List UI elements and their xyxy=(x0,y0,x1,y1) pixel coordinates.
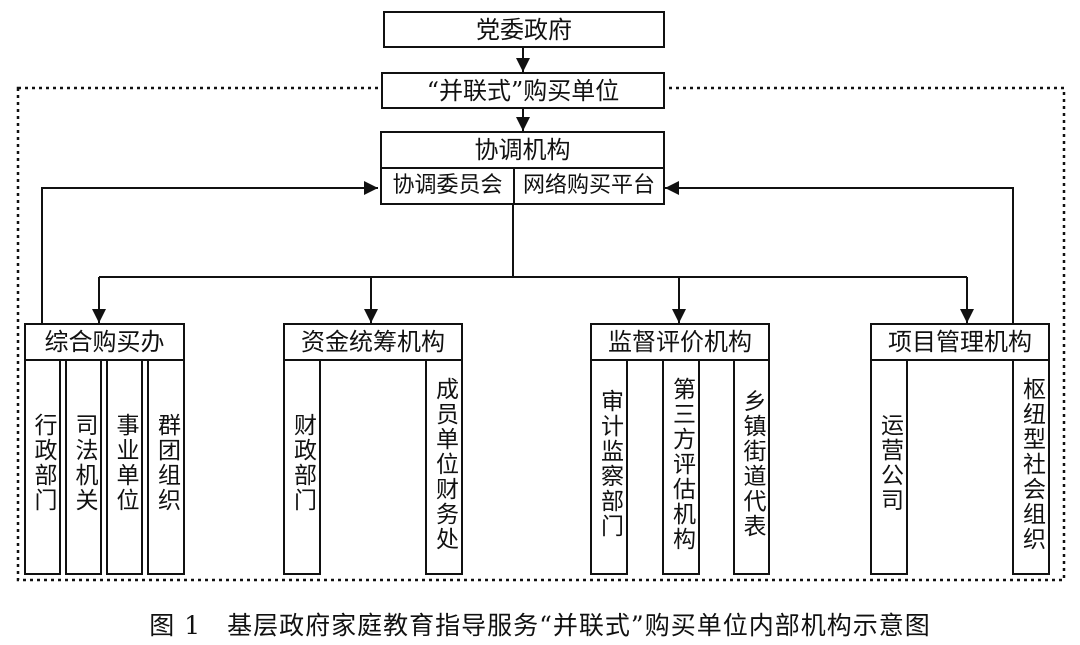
member-label: 成员单位财务处 xyxy=(431,377,458,552)
member-label: 财政部门 xyxy=(289,413,316,513)
member-label: 枢纽型社会组织 xyxy=(1018,377,1045,552)
coordination-committee-box: 协调委员会 xyxy=(380,167,515,205)
member-box: 第三方评估机构 xyxy=(662,359,700,575)
feedback-left xyxy=(41,181,378,323)
member-box: 成员单位财务处 xyxy=(425,359,463,575)
coordination-title: 协调机构 xyxy=(474,136,571,164)
member-box: 运营公司 xyxy=(870,359,908,575)
group-project-management-title: 项目管理机构 xyxy=(870,323,1050,361)
purchase-unit-label: “并联式”购买单位 xyxy=(426,76,620,105)
group-title: 综合购买办 xyxy=(44,328,165,356)
party-committee-box: 党委政府 xyxy=(383,11,665,48)
purchase-unit-box: “并联式”购买单位 xyxy=(381,72,665,109)
member-label: 司法机关 xyxy=(71,413,97,513)
online-platform-label: 网络购买平台 xyxy=(522,173,655,198)
figure-caption-text: 基层政府家庭教育指导服务“并联式”购买单位内部机构示意图 xyxy=(227,611,931,640)
member-box: 行政部门 xyxy=(24,359,61,575)
dotted-boundary xyxy=(16,86,1066,582)
member-label: 第三方评估机构 xyxy=(668,377,695,552)
online-platform-box: 网络购买平台 xyxy=(513,167,665,205)
party-committee-label: 党委政府 xyxy=(476,15,572,44)
member-label: 行政部门 xyxy=(30,413,56,513)
group-title: 项目管理机构 xyxy=(888,328,1032,356)
member-label: 群团组织 xyxy=(153,413,180,513)
member-label: 事业单位 xyxy=(112,413,138,513)
figure-number: 图 1 xyxy=(149,611,202,640)
member-box: 财政部门 xyxy=(283,359,321,575)
member-box: 司法机关 xyxy=(65,359,102,575)
group-integrated-purchase-title: 综合购买办 xyxy=(24,323,185,361)
coordination-committee-label: 协调委员会 xyxy=(392,173,503,198)
member-box: 乡镇街道代表 xyxy=(733,359,770,575)
figure-caption: 图 1 基层政府家庭教育指导服务“并联式”购买单位内部机构示意图 xyxy=(0,606,1080,642)
group-title: 资金统筹机构 xyxy=(301,328,445,356)
group-supervision-title: 监督评价机构 xyxy=(590,323,770,361)
member-box: 枢纽型社会组织 xyxy=(1012,359,1050,575)
coordination-title-box: 协调机构 xyxy=(380,131,665,169)
feedback-right xyxy=(665,181,1014,323)
member-label: 审计监察部门 xyxy=(596,389,623,539)
member-box: 事业单位 xyxy=(106,359,143,575)
member-label: 乡镇街道代表 xyxy=(739,389,765,539)
group-fund-coordination-title: 资金统筹机构 xyxy=(283,323,463,361)
group-title: 监督评价机构 xyxy=(608,328,752,356)
member-box: 群团组织 xyxy=(147,359,185,575)
member-box: 审计监察部门 xyxy=(590,359,628,575)
member-label: 运营公司 xyxy=(876,413,903,513)
